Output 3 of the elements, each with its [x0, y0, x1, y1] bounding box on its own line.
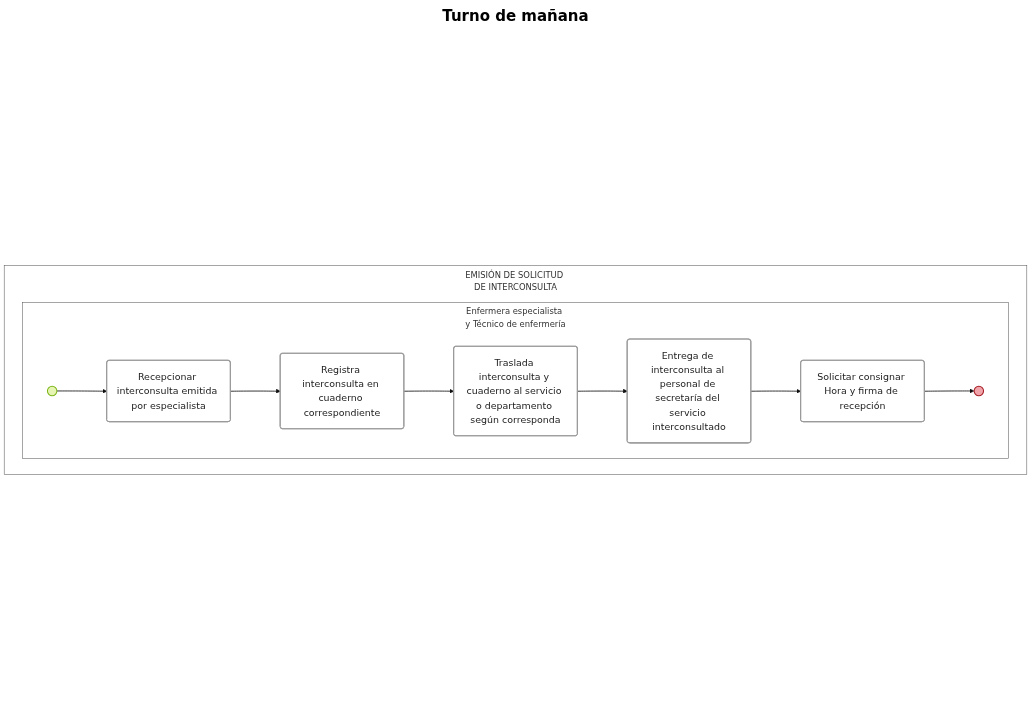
phase-heading: Turno de mañana — [442, 7, 589, 25]
node-circle — [46, 385, 58, 397]
node-circle — [973, 385, 985, 397]
